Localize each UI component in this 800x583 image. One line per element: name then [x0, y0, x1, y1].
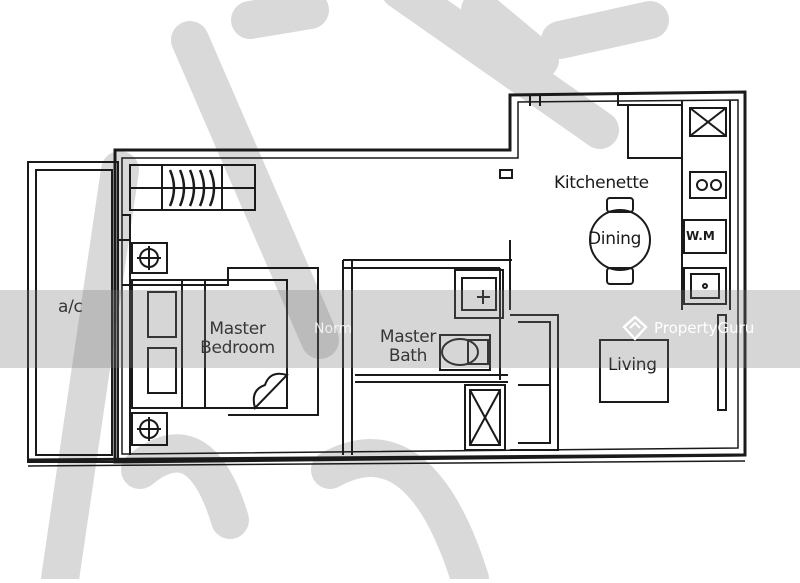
watermark-logo: PropertyGuru [622, 315, 754, 341]
dining-table [589, 197, 651, 285]
watermark-credit: Norm [314, 321, 353, 337]
kitchenette-label: Kitchenette [554, 173, 649, 193]
watermark-band [0, 290, 800, 368]
living-unit [599, 314, 727, 411]
master-bath [355, 268, 508, 383]
master-bedroom-label-line1: Master [209, 319, 266, 339]
washing-machine-label: W.M [686, 229, 715, 243]
master-bath-label-line1: Master [379, 327, 437, 347]
bedroom-walls [118, 214, 512, 455]
watermark-brand: PropertyGuru [654, 319, 755, 337]
property-guru-house-icon [622, 315, 648, 341]
ac-label: a/c [58, 297, 83, 317]
bed [131, 279, 289, 410]
outer-walls [27, 90, 747, 467]
kitchen-counter [617, 95, 731, 310]
living-label: Living [608, 355, 657, 375]
shower-icon [464, 384, 506, 451]
master-bath-label-line2: Bath [388, 346, 428, 366]
master-bedroom-label-line2: Bedroom [200, 338, 275, 358]
master-bath-label: Master Bath [368, 328, 448, 366]
cupboard [509, 240, 559, 451]
wardrobe [129, 164, 256, 211]
master-bedroom-label: Master Bedroom [185, 320, 290, 358]
dining-label: Dining [588, 229, 642, 249]
column [499, 95, 541, 179]
light-fixture-icon [131, 242, 168, 446]
